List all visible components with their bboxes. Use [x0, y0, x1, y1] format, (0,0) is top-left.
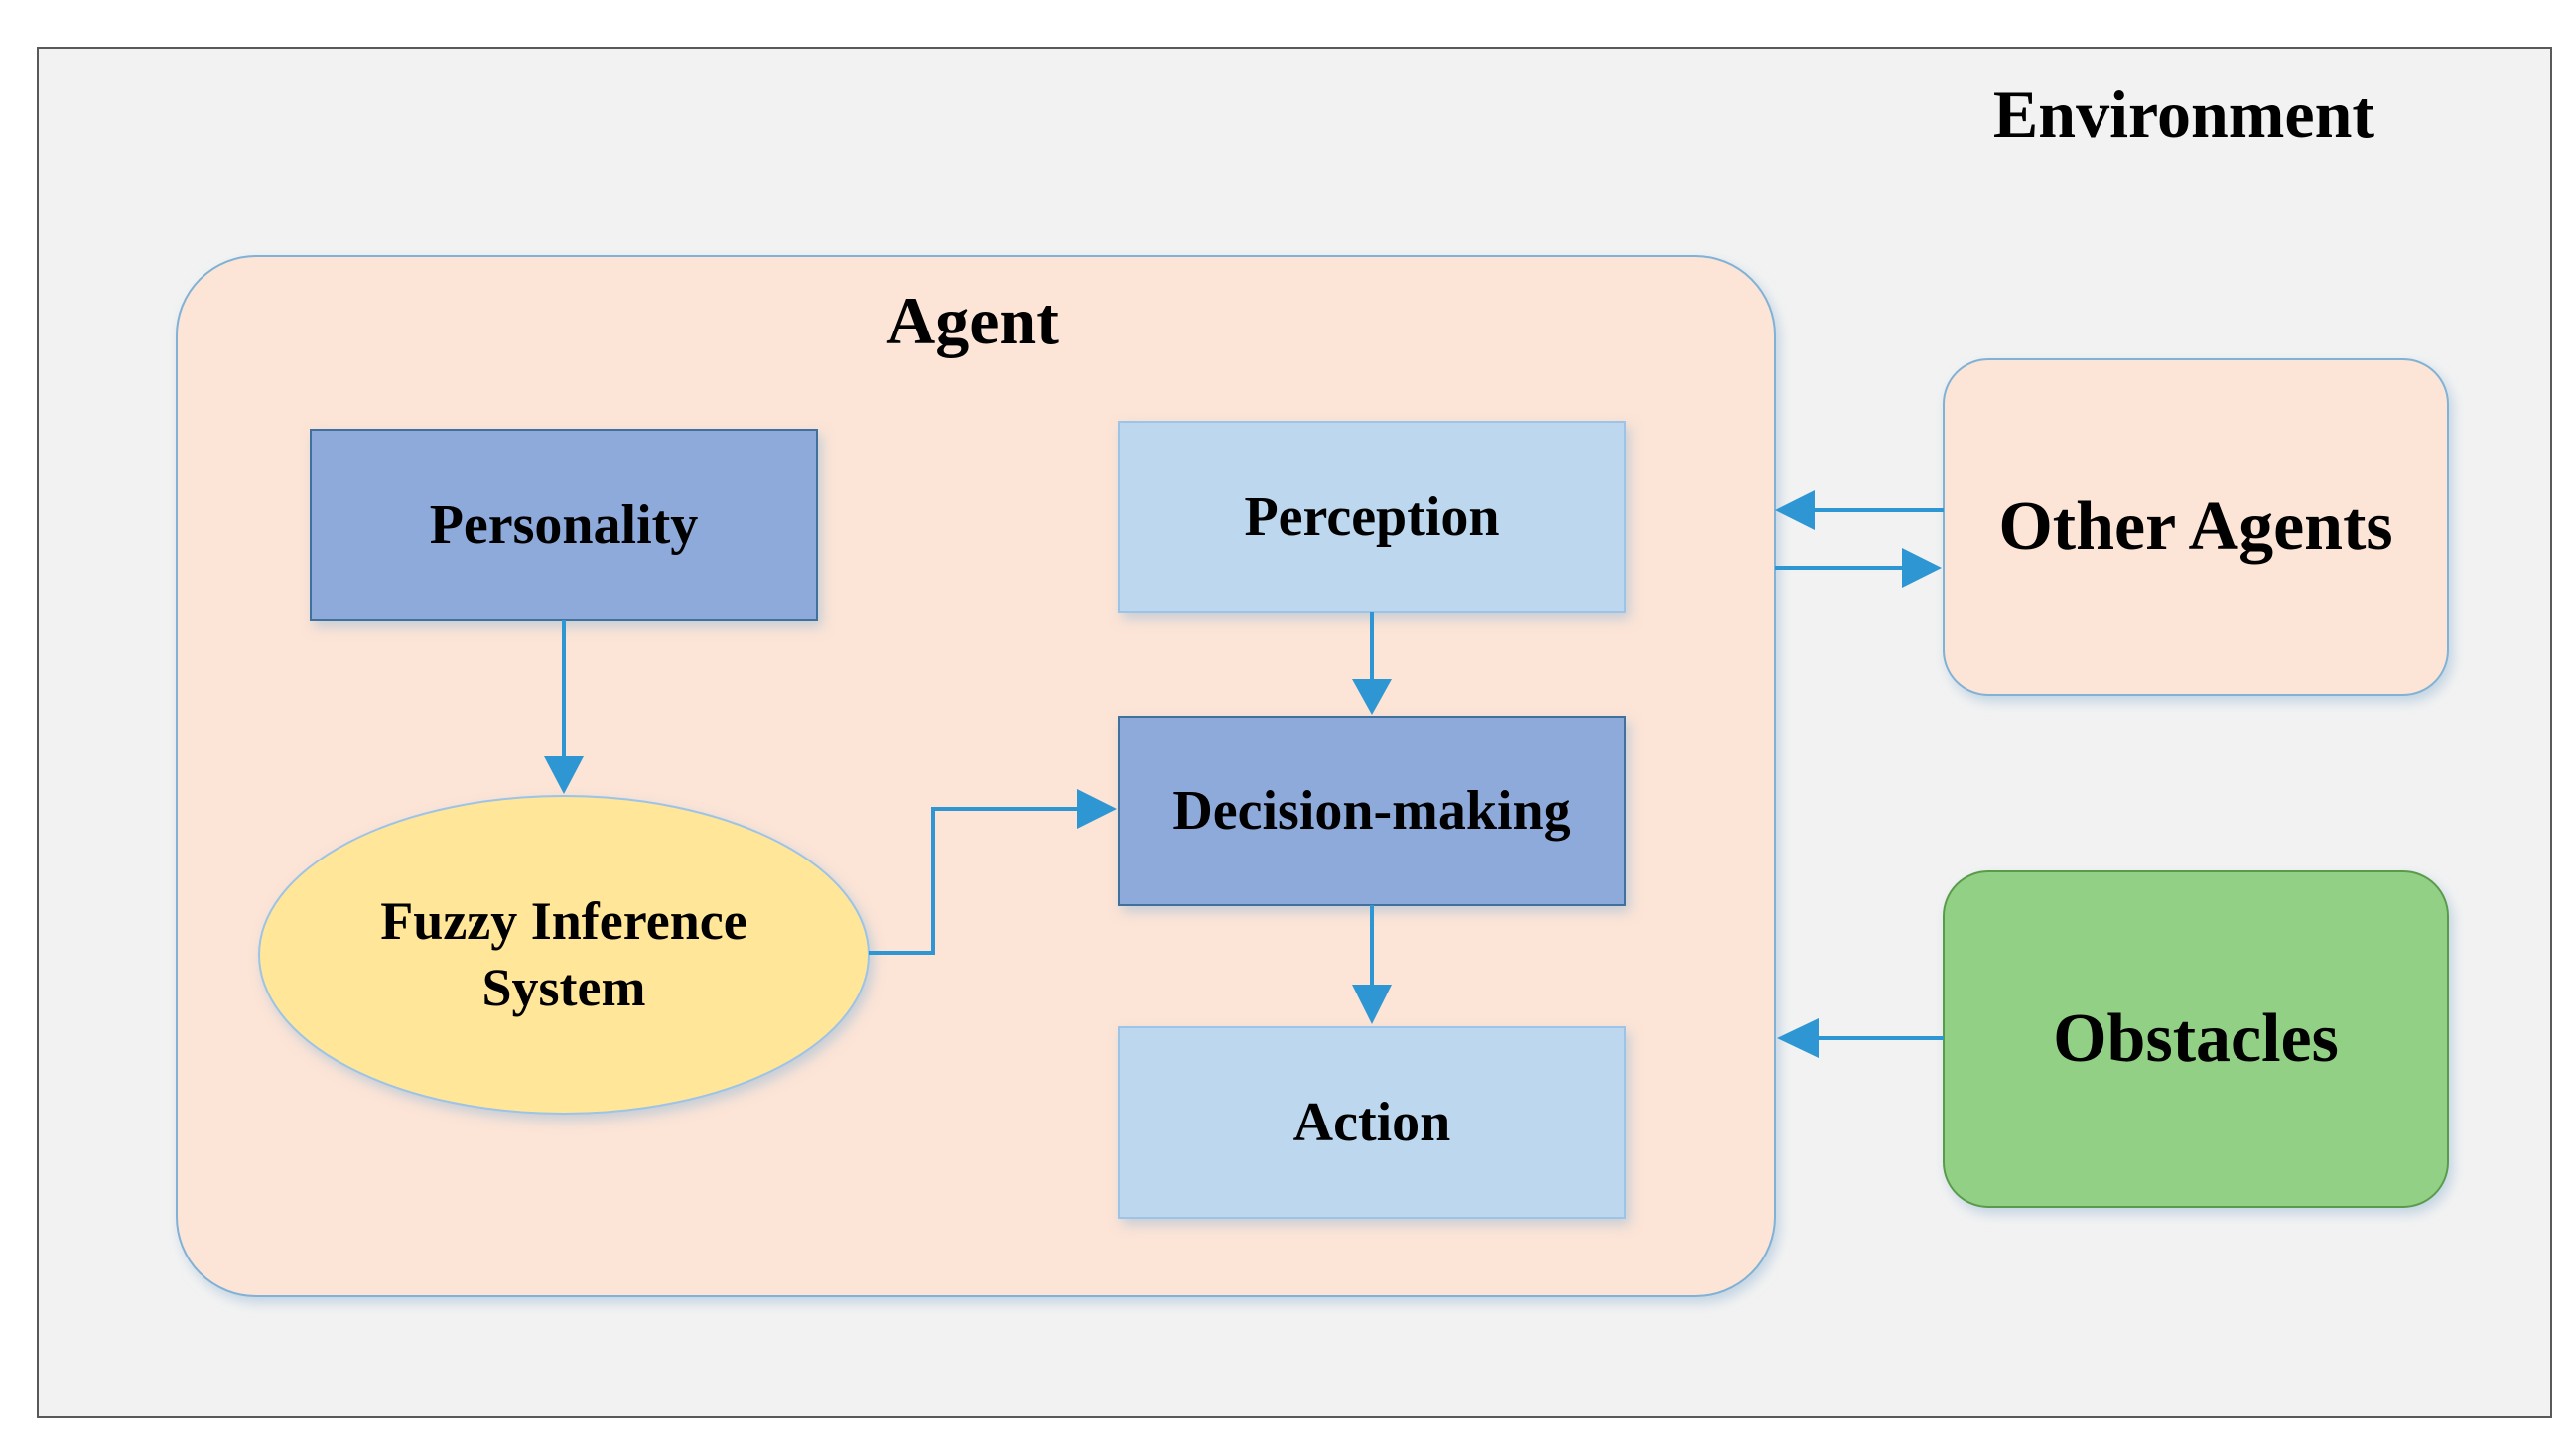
- environment-label: Environment: [1992, 75, 2375, 152]
- fuzzy-inference-label-line1: Fuzzy Inference: [380, 890, 747, 951]
- obstacles-label: Obstacles: [2053, 1000, 2339, 1078]
- other-agents-label: Other Agents: [1998, 488, 2393, 566]
- arrow-decision-to-action: [1352, 905, 1392, 1024]
- personality-label: Personality: [429, 494, 699, 556]
- arrow-personality-to-fuzzy: [544, 620, 584, 794]
- fuzzy-inference-label-line2: System: [481, 958, 646, 1017]
- action-label: Action: [1292, 1092, 1451, 1153]
- decision-making-label: Decision-making: [1172, 780, 1571, 842]
- arrow-obstacles-to-agent: [1777, 1018, 1944, 1058]
- perception-label: Perception: [1244, 486, 1500, 548]
- arrow-fuzzy-to-decision: [869, 789, 1117, 955]
- decision-making-box: [1118, 716, 1626, 906]
- personality-box: [310, 429, 818, 621]
- perception-box: [1118, 421, 1626, 613]
- arrow-perception-to-decision: [1352, 612, 1392, 715]
- arrow-other-agents-to-agent: [1775, 490, 1944, 530]
- action-box: [1118, 1026, 1626, 1219]
- other-agents-box: [1943, 358, 2449, 696]
- agent-label: Agent: [886, 282, 1059, 358]
- arrow-agent-to-other-agents: [1775, 548, 1942, 588]
- fuzzy-inference-label: Fuzzy Inference System: [259, 796, 869, 1114]
